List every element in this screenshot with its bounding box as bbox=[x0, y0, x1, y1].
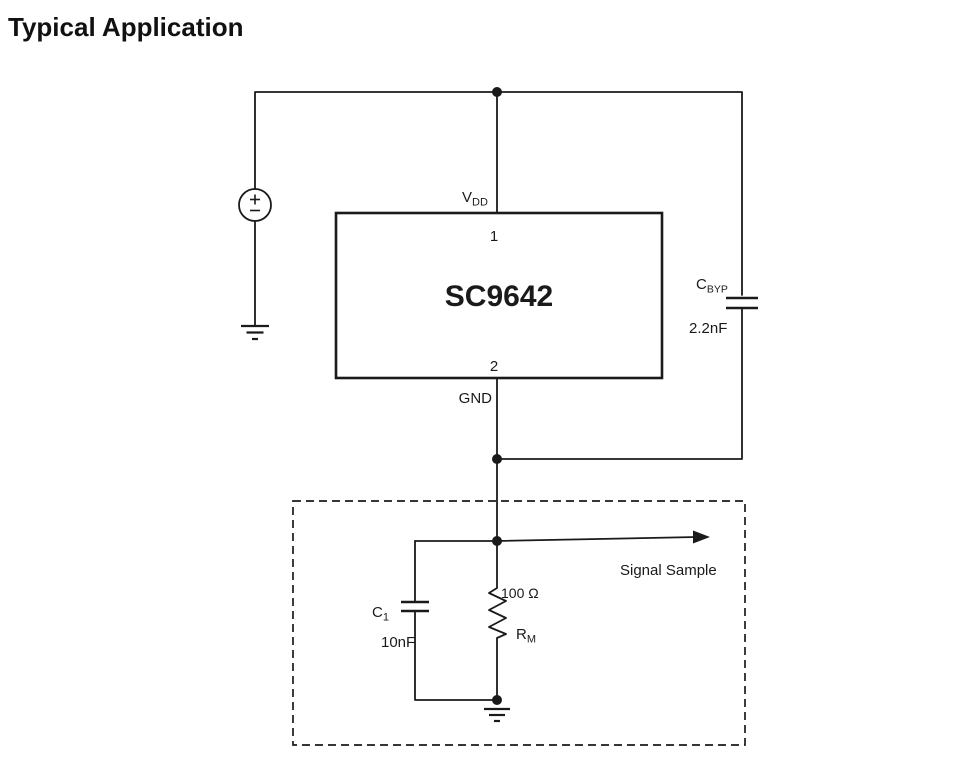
cbyp-ref-label: CBYP bbox=[696, 276, 728, 296]
signal-sample-arrow-line bbox=[496, 536, 698, 542]
junction-dot bbox=[492, 454, 502, 464]
ground-symbol-left-icon bbox=[241, 324, 269, 341]
voltage-source-icon bbox=[238, 188, 272, 222]
ic-body bbox=[334, 211, 664, 380]
page-title: Typical Application bbox=[8, 12, 244, 42]
signal-sample-arrowhead-icon bbox=[693, 530, 710, 544]
rm-resistor-icon bbox=[488, 587, 507, 639]
junction-dot bbox=[492, 695, 502, 705]
wire-cbyp-return bbox=[496, 307, 743, 460]
pin2-label: GND bbox=[459, 390, 493, 407]
rm-ref-label: RM bbox=[516, 626, 536, 646]
pin1-label: VDD bbox=[462, 189, 488, 209]
wire-c1-lower bbox=[414, 610, 498, 701]
junction-dot bbox=[492, 87, 502, 97]
c1-value-label: 10nF bbox=[381, 634, 415, 651]
ic-name: SC9642 bbox=[445, 280, 553, 313]
cbyp-value-label: 2.2nF bbox=[689, 320, 727, 337]
rm-value-label: 100 Ω bbox=[501, 585, 539, 601]
c1-capacitor-icon bbox=[401, 600, 429, 613]
c1-ref-label: C1 bbox=[372, 604, 389, 624]
wires bbox=[254, 91, 743, 704]
signal-sample-label: Signal Sample bbox=[620, 562, 717, 579]
junction-dot bbox=[492, 536, 502, 546]
pin2-number: 2 bbox=[490, 358, 498, 375]
cbyp-capacitor-icon bbox=[726, 296, 758, 310]
junction-dots bbox=[492, 87, 502, 705]
pin1-number: 1 bbox=[490, 228, 498, 245]
measurement-network-box bbox=[292, 500, 746, 746]
ground-symbol-bottom-icon bbox=[484, 707, 510, 723]
